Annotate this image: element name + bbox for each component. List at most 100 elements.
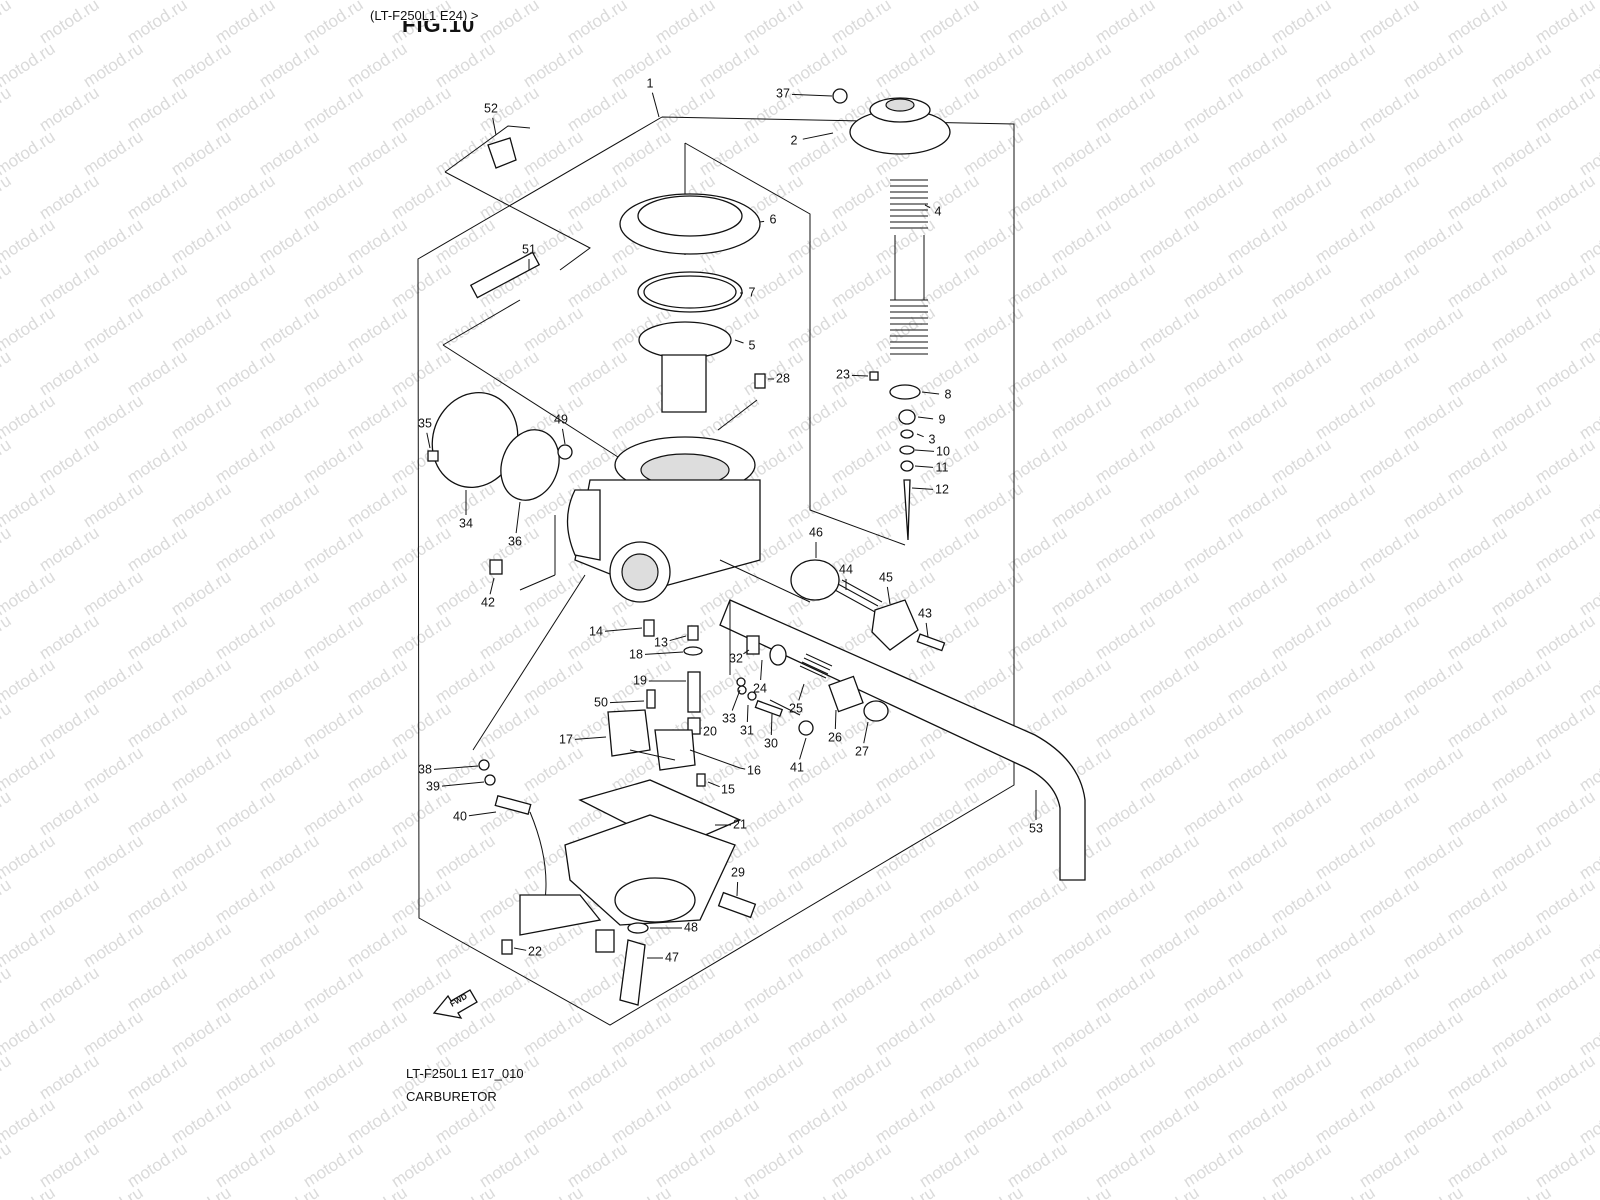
- leader-49: [561, 428, 566, 445]
- leader-45: [886, 586, 891, 605]
- leader-26: [834, 709, 837, 730]
- callout-46: 46: [809, 525, 823, 539]
- leader-8: [921, 391, 940, 395]
- watermark-text: motod.ru: [0, 127, 58, 179]
- callout-1: 1: [647, 76, 654, 90]
- callout-6: 6: [770, 212, 777, 226]
- watermark-text: motod.ru: [520, 1183, 587, 1200]
- leader-31: [746, 704, 749, 723]
- leader-29: [736, 881, 739, 897]
- callout-33: 33: [722, 711, 736, 725]
- leader-14: [604, 627, 643, 632]
- leader-10: [914, 449, 935, 452]
- leader-25: [798, 683, 805, 701]
- leader-38: [433, 765, 479, 770]
- callout-35: 35: [418, 416, 432, 430]
- callout-42: 42: [481, 595, 495, 609]
- watermark-text: motod.ru: [0, 523, 14, 575]
- watermark-text: motod.ru: [696, 1183, 763, 1200]
- callout-24: 24: [753, 681, 767, 695]
- callout-45: 45: [879, 570, 893, 584]
- leader-12: [911, 487, 934, 490]
- figure-label: FIG.10: [402, 12, 476, 37]
- callout-31: 31: [740, 723, 754, 737]
- watermark-text: motod.ru: [0, 787, 14, 839]
- callout-4: 4: [935, 204, 942, 218]
- watermark-text: motod.ru: [1312, 1183, 1379, 1200]
- callout-50: 50: [594, 695, 608, 709]
- watermark-text: motod.ru: [0, 259, 14, 311]
- callout-30: 30: [764, 736, 778, 750]
- diagram-code: LT-F250L1 E17_010: [406, 1066, 524, 1081]
- callout-37: 37: [776, 86, 790, 100]
- watermark-text: motod.ru: [0, 919, 58, 971]
- callout-32: 32: [729, 651, 743, 665]
- callout-48: 48: [684, 920, 698, 934]
- leader-33: [731, 689, 741, 711]
- watermark-text: motod.ru: [0, 1095, 58, 1147]
- leader-30: [770, 713, 773, 736]
- callout-15: 15: [721, 782, 735, 796]
- leader-40: [468, 811, 497, 817]
- callout-5: 5: [749, 338, 756, 352]
- watermark-text: motod.ru: [0, 743, 58, 795]
- leader-17: [574, 736, 607, 740]
- callout-16: 16: [747, 763, 761, 777]
- watermark-text: motod.ru: [0, 875, 14, 927]
- leader-6: [759, 220, 765, 223]
- leader-4: [924, 204, 931, 209]
- leader-43: [925, 622, 929, 638]
- callout-18: 18: [629, 647, 643, 661]
- leader-1: [651, 92, 660, 118]
- model-reference: (LT-F250L1 E24) >: [370, 8, 479, 23]
- leader-3: [916, 433, 924, 438]
- watermark-text: motod.ru: [0, 479, 58, 531]
- leader-13: [669, 635, 687, 642]
- leader-23: [851, 374, 869, 377]
- callout-38: 38: [418, 762, 432, 776]
- callout-25: 25: [789, 701, 803, 715]
- leader-lines: [426, 92, 1037, 959]
- callout-17: 17: [559, 732, 573, 746]
- watermark-text: motod.ru: [0, 831, 58, 883]
- callout-49: 49: [554, 412, 568, 426]
- callout-19: 19: [633, 673, 647, 687]
- leader-36: [515, 501, 521, 534]
- watermark-text: motod.ru: [0, 347, 14, 399]
- leader-37: [791, 93, 833, 97]
- carburetor-body: [566, 436, 761, 603]
- watermark-text: motod.ru: [0, 171, 14, 223]
- leader-35: [426, 432, 431, 449]
- callout-53: 53: [1029, 821, 1043, 835]
- leader-2: [802, 132, 834, 140]
- callout-12: 12: [935, 482, 949, 496]
- watermark-text: motod.ru: [0, 303, 58, 355]
- leader-16: [739, 767, 746, 770]
- leader-24: [760, 659, 763, 681]
- watermark-text: motod.ru: [0, 699, 14, 751]
- watermark-text: motod.ru: [1576, 0, 1600, 3]
- callout-36: 36: [508, 534, 522, 548]
- callout-8: 8: [945, 387, 952, 401]
- callout-41: 41: [790, 760, 804, 774]
- watermark-text: motod.ru: [432, 1183, 499, 1200]
- watermark-text: motod.ru: [0, 1183, 58, 1200]
- watermark-text: motod.ru: [960, 1183, 1027, 1200]
- callout-27: 27: [855, 744, 869, 758]
- callout-29: 29: [731, 865, 745, 879]
- callout-9: 9: [939, 412, 946, 426]
- parts-drawing: [427, 88, 1086, 1006]
- watermark-text: motod.ru: [1048, 1183, 1115, 1200]
- leader-32: [743, 649, 750, 655]
- callout-13: 13: [654, 635, 668, 649]
- callout-numbers: 1234567891011121314151617181920212223242…: [418, 76, 1043, 964]
- spring-4: [890, 179, 928, 355]
- callout-44: 44: [839, 562, 853, 576]
- callout-52: 52: [484, 101, 498, 115]
- watermark-text: motod.ru: [608, 1183, 675, 1200]
- callout-40: 40: [453, 809, 467, 823]
- watermark-text: motod.ru: [0, 83, 14, 135]
- callout-10: 10: [936, 444, 950, 458]
